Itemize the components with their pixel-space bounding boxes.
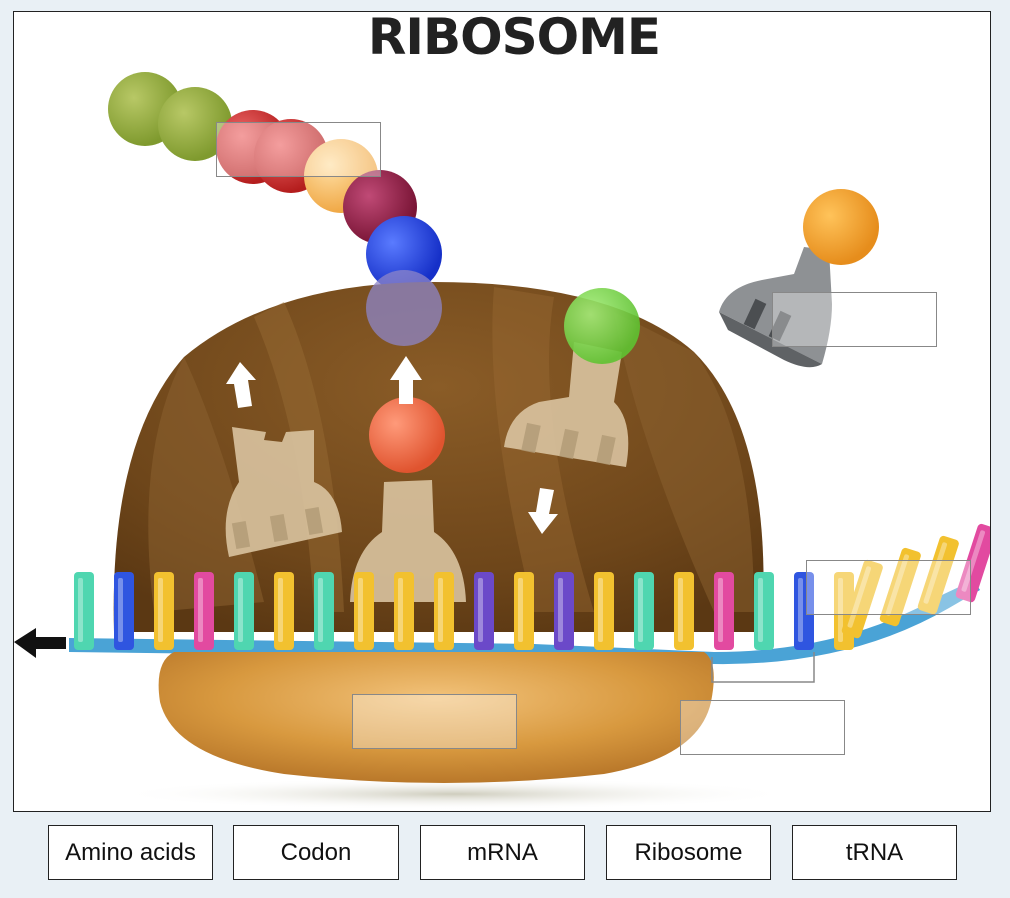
nucleotide-base bbox=[594, 572, 614, 650]
nucleotide-base bbox=[634, 572, 654, 650]
diagram-title: RIBOSOME bbox=[368, 12, 660, 66]
word-chip-codon[interactable]: Codon bbox=[233, 825, 399, 880]
ground-shadow bbox=[114, 778, 794, 810]
nucleotide-base bbox=[394, 572, 414, 650]
mrna-strand bbox=[14, 523, 990, 665]
nucleotide-base bbox=[514, 572, 534, 650]
drop-target-codon[interactable] bbox=[680, 700, 845, 755]
drop-target-small-subunit[interactable] bbox=[352, 694, 517, 749]
nucleotide-base bbox=[955, 523, 990, 603]
nucleotide-base bbox=[194, 572, 214, 650]
diagram-frame: RIBOSOME bbox=[13, 11, 991, 812]
nucleotide-base bbox=[674, 572, 694, 650]
nucleotide-base bbox=[274, 572, 294, 650]
exiting-trna bbox=[225, 427, 342, 557]
nucleotide-base bbox=[794, 572, 814, 650]
drop-target-mrna-strand[interactable] bbox=[806, 560, 971, 615]
nucleotide-base bbox=[754, 572, 774, 650]
nucleotide-base bbox=[714, 572, 734, 650]
codon-bracket bbox=[711, 652, 815, 683]
nucleotide-base bbox=[114, 572, 134, 650]
word-chip-mrna[interactable]: mRNA bbox=[420, 825, 585, 880]
nucleotide-base bbox=[879, 547, 921, 627]
nucleotide-base bbox=[841, 559, 883, 639]
entering-trna bbox=[504, 288, 640, 467]
movement-arrows bbox=[226, 356, 558, 534]
word-chip-trna[interactable]: tRNA bbox=[792, 825, 957, 880]
nucleotide-base bbox=[474, 572, 494, 650]
drop-target-free-trna[interactable] bbox=[772, 292, 937, 347]
free-trna bbox=[719, 189, 879, 368]
ribosome-diagram: RIBOSOME bbox=[14, 12, 990, 810]
nucleotide-base bbox=[234, 572, 254, 650]
mrna-direction-arrow bbox=[14, 628, 66, 658]
drop-target-amino-chain[interactable] bbox=[216, 122, 381, 177]
nucleotide-base bbox=[74, 572, 94, 650]
nucleotide-base bbox=[354, 572, 374, 650]
word-chip-amino-acids[interactable]: Amino acids bbox=[48, 825, 213, 880]
amino-acid-chain bbox=[108, 72, 442, 292]
nucleotide-base bbox=[917, 535, 959, 615]
ribosome-small-subunit bbox=[158, 652, 714, 783]
word-chip-ribosome[interactable]: Ribosome bbox=[606, 825, 771, 880]
nucleotide-base bbox=[314, 572, 334, 650]
ptc-trna bbox=[350, 397, 466, 602]
nucleotide-base bbox=[434, 572, 454, 650]
peptide-site-bead bbox=[366, 270, 442, 346]
nucleotide-base bbox=[154, 572, 174, 650]
nucleotide-base bbox=[554, 572, 574, 650]
